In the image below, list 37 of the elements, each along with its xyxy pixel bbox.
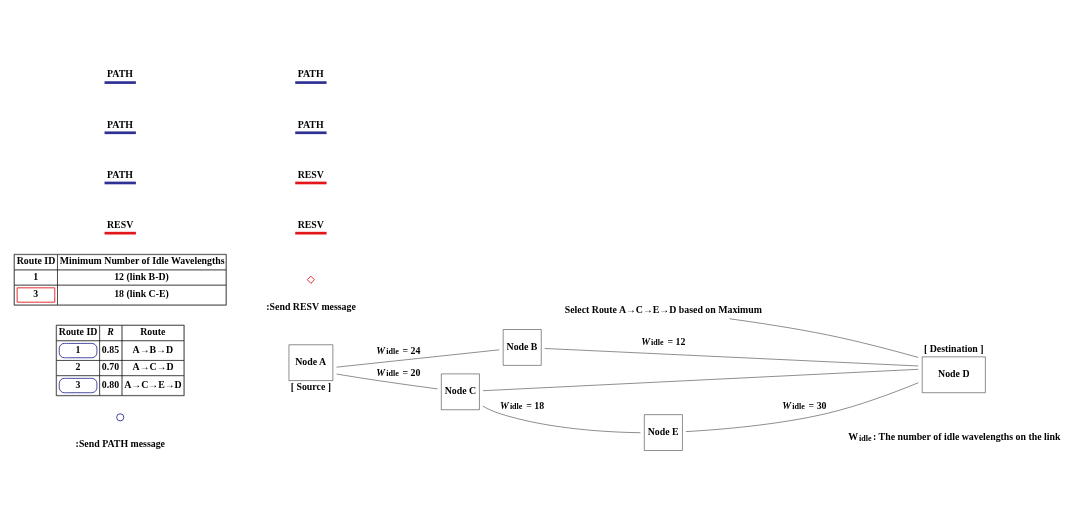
label: 12 (link B-D): [114, 270, 169, 282]
legend-label: :Send PATH message: [75, 438, 165, 450]
edge-label: Widle = 30: [782, 400, 827, 412]
label: A→B→D: [132, 343, 174, 355]
label: 0.85: [101, 343, 120, 355]
label: PATH: [106, 68, 133, 80]
label: A→C→D: [132, 361, 174, 373]
node-text: Select Route A→C→E→D based on Maximum: [564, 303, 762, 315]
edge-label: Widle = 20: [376, 366, 421, 379]
label: Minimum Number of Idle Wavelengths: [59, 255, 225, 267]
label: Route: [140, 326, 166, 338]
node-label: [ Source ]: [290, 380, 332, 392]
legend-label: :Send RESV message: [266, 300, 356, 312]
label: 1: [75, 343, 81, 355]
label: 0.70: [101, 361, 120, 373]
label: R: [107, 326, 114, 338]
label: PATH: [106, 118, 133, 130]
label: PATH: [106, 168, 133, 180]
label: 18 (link C-E): [114, 288, 169, 300]
label: Route ID: [58, 326, 98, 338]
label: RESV: [106, 219, 134, 231]
label: PATH: [297, 68, 324, 80]
label: 1: [33, 270, 39, 282]
edge-label: Widle = 18: [500, 400, 545, 412]
label: RESV: [297, 219, 324, 231]
edge-label: Widle = 24: [376, 344, 421, 356]
label: A→C→E→D: [124, 378, 182, 390]
label: Route ID: [16, 255, 56, 267]
label: 0.80: [101, 378, 120, 390]
label: 3: [33, 288, 39, 300]
label: 3: [75, 378, 81, 390]
label: PATH: [297, 118, 324, 130]
label: 2: [75, 361, 81, 373]
label: RESV: [297, 168, 324, 180]
edge-label: Widle = 12: [641, 336, 686, 348]
node-label: [ Destination ]: [923, 342, 984, 354]
label: Widle: The number of idle wavelengths on the link: [848, 431, 1061, 443]
